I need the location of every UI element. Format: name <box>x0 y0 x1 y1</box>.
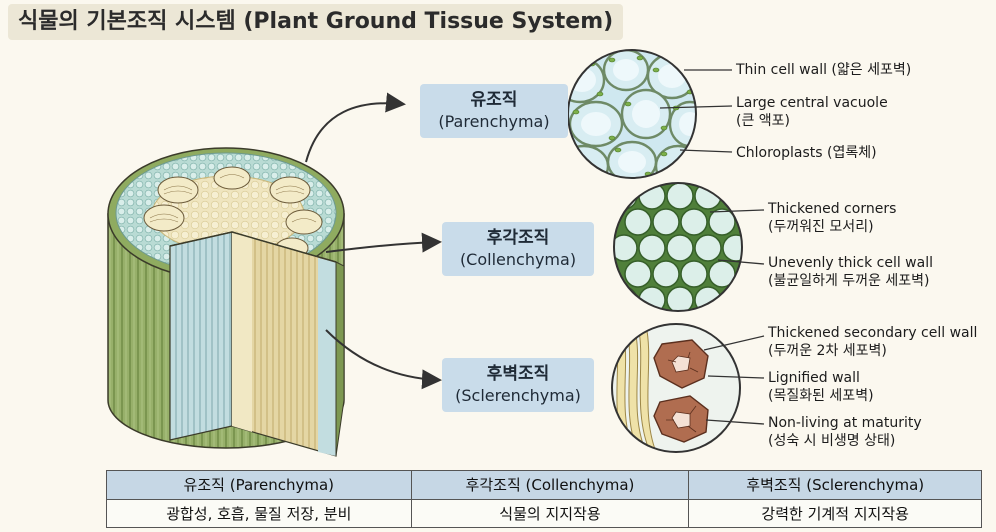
annotation-unevenly-thick-wall: Unevenly thick cell wall (불균일하게 두꺼운 세포벽) <box>768 254 933 290</box>
parenchyma-name-en: (Parenchyma) <box>438 112 550 131</box>
annotation-thickened-corners: Thickened corners (두꺼워진 모서리) <box>768 200 896 236</box>
table-cell-collenchyma-function: 식물의 지지작용 <box>410 498 690 528</box>
annotation-text-ko: (불균일하게 두꺼운 세포벽) <box>768 273 930 289</box>
annotation-text-ko: (두꺼워진 모서리) <box>768 219 874 235</box>
annotation-text-ko: (큰 액포) <box>736 113 791 129</box>
pointer-arrows <box>305 92 442 390</box>
table-cell-sclerenchyma-function: 강력한 기계적 지지작용 <box>688 498 982 528</box>
collenchyma-name-en: (Collenchyma) <box>459 250 577 269</box>
annotation-text-en: Thin cell wall (얇은 세포벽) <box>736 62 912 78</box>
annotation-leaders <box>659 69 765 425</box>
sclerenchyma-label: 후벽조직 (Sclerenchyma) <box>442 358 594 412</box>
annotation-text-en: Unevenly thick cell wall <box>768 255 933 271</box>
sclerenchyma-magnified-view <box>611 323 741 453</box>
annotation-text-en: Lignified wall <box>768 370 860 386</box>
collenchyma-label: 후각조직 (Collenchyma) <box>442 222 594 276</box>
collenchyma-magnified-view <box>613 182 743 312</box>
summary-table: 유조직 (Parenchyma) 후각조직 (Collenchyma) 후벽조직… <box>106 470 982 528</box>
annotation-text-en: Non-living at maturity <box>768 415 922 431</box>
annotation-text-ko: (두꺼운 2차 세포벽) <box>768 343 887 359</box>
annotation-text-en: Large central vacuole <box>736 95 888 111</box>
table-header-collenchyma: 후각조직 (Collenchyma) <box>410 470 690 500</box>
table-row: 광합성, 호흡, 물질 저장, 분비 식물의 지지작용 강력한 기계적 지지작용 <box>106 498 982 528</box>
annotation-text-ko: (목질화된 세포벽) <box>768 388 874 404</box>
annotation-chloroplasts: Chloroplasts (엽록체) <box>736 144 877 162</box>
annotation-thickened-secondary-wall: Thickened secondary cell wall (두꺼운 2차 세포… <box>768 324 977 360</box>
page-title: 식물의 기본조직 시스템 (Plant Ground Tissue System… <box>8 4 624 40</box>
annotation-large-central-vacuole: Large central vacuole (큰 액포) <box>736 94 888 130</box>
stem-cross-section <box>107 147 345 457</box>
annotation-non-living: Non-living at maturity (성숙 시 비생명 상태) <box>768 414 922 450</box>
annotation-thin-cell-wall: Thin cell wall (얇은 세포벽) <box>736 61 911 79</box>
table-header-parenchyma: 유조직 (Parenchyma) <box>106 470 412 500</box>
parenchyma-label: 유조직 (Parenchyma) <box>420 84 568 138</box>
table-header-row: 유조직 (Parenchyma) 후각조직 (Collenchyma) 후벽조직… <box>106 470 982 500</box>
table-header-sclerenchyma: 후벽조직 (Sclerenchyma) <box>688 470 982 500</box>
annotation-text-en: Thickened corners <box>768 201 897 217</box>
collenchyma-name-ko: 후각조직 <box>486 228 550 248</box>
parenchyma-magnified-view <box>567 49 697 179</box>
annotation-text-en: Thickened secondary cell wall <box>768 325 978 341</box>
sclerenchyma-name-ko: 후벽조직 <box>486 364 550 384</box>
annotation-text-en: Chloroplasts (엽록체) <box>736 145 877 161</box>
parenchyma-name-ko: 유조직 <box>470 90 518 110</box>
annotation-lignified-wall: Lignified wall (목질화된 세포벽) <box>768 369 874 405</box>
sclerenchyma-name-en: (Sclerenchyma) <box>455 386 581 405</box>
table-cell-parenchyma-function: 광합성, 호흡, 물질 저장, 분비 <box>106 498 412 528</box>
annotation-text-ko: (성숙 시 비생명 상태) <box>768 433 896 449</box>
